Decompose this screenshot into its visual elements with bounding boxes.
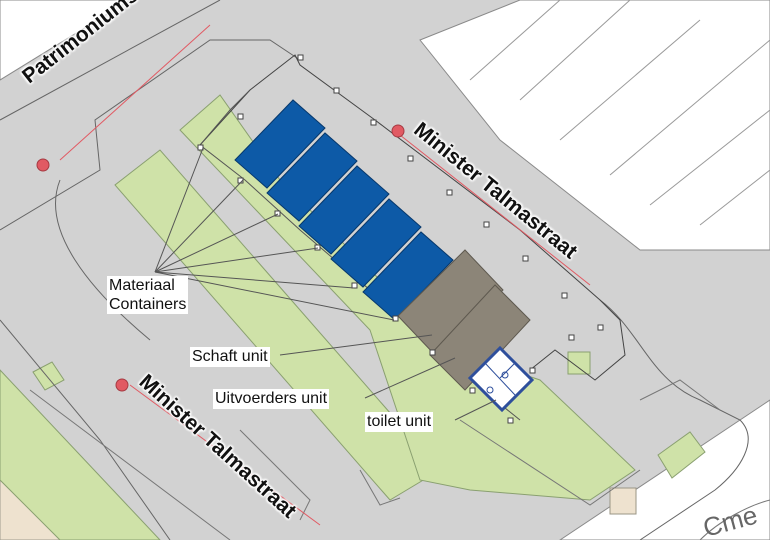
road-edge	[55, 179, 151, 341]
parcel-line	[649, 109, 770, 206]
road-edge	[0, 319, 171, 540]
road-edge	[0, 39, 301, 231]
road-edge	[0, 0, 221, 121]
site-fence	[199, 54, 626, 381]
location-pin[interactable]	[115, 378, 129, 392]
parcel-line	[609, 39, 770, 176]
dimension-line	[59, 24, 211, 161]
road-edge	[29, 389, 231, 540]
grass-strip-bottom-left	[0, 369, 161, 540]
parcel-line	[699, 169, 770, 226]
parcel-line	[469, 0, 561, 81]
grass-strip-left	[114, 149, 441, 501]
material-container[interactable]	[330, 198, 422, 288]
grass-patch	[657, 431, 706, 479]
callout-schaft-unit: Schaft unit	[190, 347, 270, 367]
material-container[interactable]	[266, 132, 358, 222]
toilet-unit[interactable]	[467, 345, 535, 413]
callout-uitvoerders-unit: Uitvoerders unit	[213, 389, 330, 409]
callout-leaders	[154, 147, 497, 421]
grass-patch	[567, 351, 591, 375]
parcel-line	[559, 19, 701, 141]
building-block-top-left	[0, 0, 131, 81]
parcel-line	[519, 0, 631, 101]
callout-materiaal-line1: Materiaal	[109, 277, 175, 294]
dimension-line	[129, 384, 321, 526]
road-edge	[699, 499, 770, 540]
callout-toilet-unit: toilet unit	[365, 412, 434, 432]
curb-line	[459, 419, 641, 506]
uitvoerders-unit[interactable]	[429, 284, 531, 391]
paved-patch	[609, 487, 637, 515]
location-pin[interactable]	[391, 124, 405, 138]
material-container[interactable]	[234, 99, 326, 189]
curb-line	[359, 469, 401, 506]
material-container[interactable]	[362, 231, 454, 321]
callout-materiaal-line2: Containers	[109, 296, 187, 313]
building-block-top-right	[419, 0, 770, 251]
schaft-unit[interactable]	[397, 249, 504, 357]
dimension-line	[399, 134, 591, 286]
callout-materiaal-containers: Materiaal Containers	[107, 276, 189, 314]
curb-line	[639, 379, 721, 411]
location-pin[interactable]	[36, 158, 50, 172]
road-edge	[599, 299, 749, 540]
